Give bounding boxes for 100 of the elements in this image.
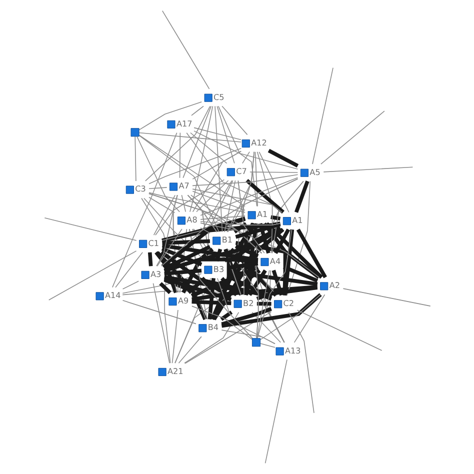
- connector: [148, 192, 245, 213]
- connector: [191, 285, 317, 302]
- connector: [152, 282, 170, 364]
- connector: [256, 302, 271, 306]
- connector: [247, 269, 266, 296]
- connector: [226, 274, 272, 300]
- connector: [214, 106, 222, 232]
- connector: [245, 179, 284, 214]
- connector: [222, 222, 254, 262]
- connector: [258, 223, 270, 254]
- connector: [191, 306, 275, 344]
- connector: [234, 240, 320, 279]
- connector: [192, 150, 242, 180]
- connector: [282, 265, 318, 282]
- connector: [259, 294, 320, 340]
- connector: [294, 180, 309, 213]
- connector: [178, 132, 180, 178]
- connector: [191, 300, 231, 306]
- connector: [256, 286, 318, 301]
- connector: [193, 127, 241, 140]
- connector: [267, 148, 298, 168]
- connector: [244, 228, 284, 296]
- connector: [148, 193, 217, 232]
- connector: [271, 270, 283, 296]
- connector: [144, 106, 210, 182]
- connector: [221, 106, 248, 136]
- connector: [220, 277, 238, 296]
- connector: [134, 136, 136, 182]
- node-box: [251, 338, 260, 347]
- connector: [207, 278, 215, 320]
- connector: [223, 248, 242, 296]
- connector: [190, 132, 227, 164]
- connector: [296, 310, 382, 351]
- connector: [220, 307, 272, 326]
- connector: [161, 178, 298, 241]
- connector: [234, 244, 258, 258]
- connector: [293, 294, 325, 343]
- connector: [288, 312, 314, 414]
- connector: [186, 276, 206, 294]
- connector: [163, 278, 206, 320]
- connector: [200, 177, 298, 216]
- connector: [164, 268, 202, 276]
- connector: [193, 130, 298, 170]
- connector: [256, 270, 270, 339]
- connector: [138, 135, 219, 232]
- connector: [216, 106, 234, 164]
- connector: [122, 280, 139, 290]
- connector: [160, 250, 272, 301]
- connector: [182, 106, 212, 178]
- connector: [190, 106, 204, 116]
- connector: [262, 222, 287, 296]
- connector: [226, 178, 298, 232]
- connector: [200, 227, 210, 234]
- connector: [154, 179, 224, 236]
- connector: [249, 172, 298, 173]
- connector: [184, 312, 239, 364]
- connector: [148, 187, 167, 190]
- connector: [152, 194, 175, 236]
- connector: [122, 300, 196, 324]
- connector: [296, 228, 326, 278]
- connector: [224, 180, 236, 232]
- connector: [171, 310, 178, 364]
- connector: [220, 293, 322, 328]
- connector: [156, 194, 178, 266]
- connector: [114, 252, 142, 288]
- connector: [320, 110, 384, 164]
- connector: [160, 247, 202, 266]
- connector: [254, 152, 258, 207]
- connector: [192, 150, 241, 212]
- connector: [138, 134, 245, 207]
- connector: [189, 106, 213, 212]
- connector: [161, 244, 258, 262]
- connector: [282, 229, 294, 296]
- connector: [158, 282, 171, 294]
- connector: [155, 251, 206, 320]
- connector: [258, 152, 289, 213]
- connector: [286, 180, 310, 296]
- connector: [200, 216, 245, 220]
- connector: [148, 196, 175, 214]
- node-box: [130, 128, 139, 137]
- connector: [191, 306, 252, 340]
- connector: [342, 288, 430, 306]
- connector: [242, 151, 250, 164]
- connector: [232, 222, 247, 234]
- connector: [322, 166, 413, 172]
- connector: [192, 174, 298, 186]
- connector: [154, 251, 178, 294]
- connector: [184, 311, 272, 364]
- connector: [264, 359, 287, 464]
- connector: [147, 252, 152, 266]
- connector: [160, 250, 232, 298]
- connector: [163, 276, 232, 302]
- connector: [192, 190, 245, 211]
- connector: [163, 244, 210, 270]
- connector: [186, 132, 282, 213]
- connector: [156, 228, 182, 267]
- connector: [148, 148, 242, 184]
- connector: [196, 180, 228, 212]
- connector: [242, 223, 258, 296]
- connector: [161, 222, 280, 243]
